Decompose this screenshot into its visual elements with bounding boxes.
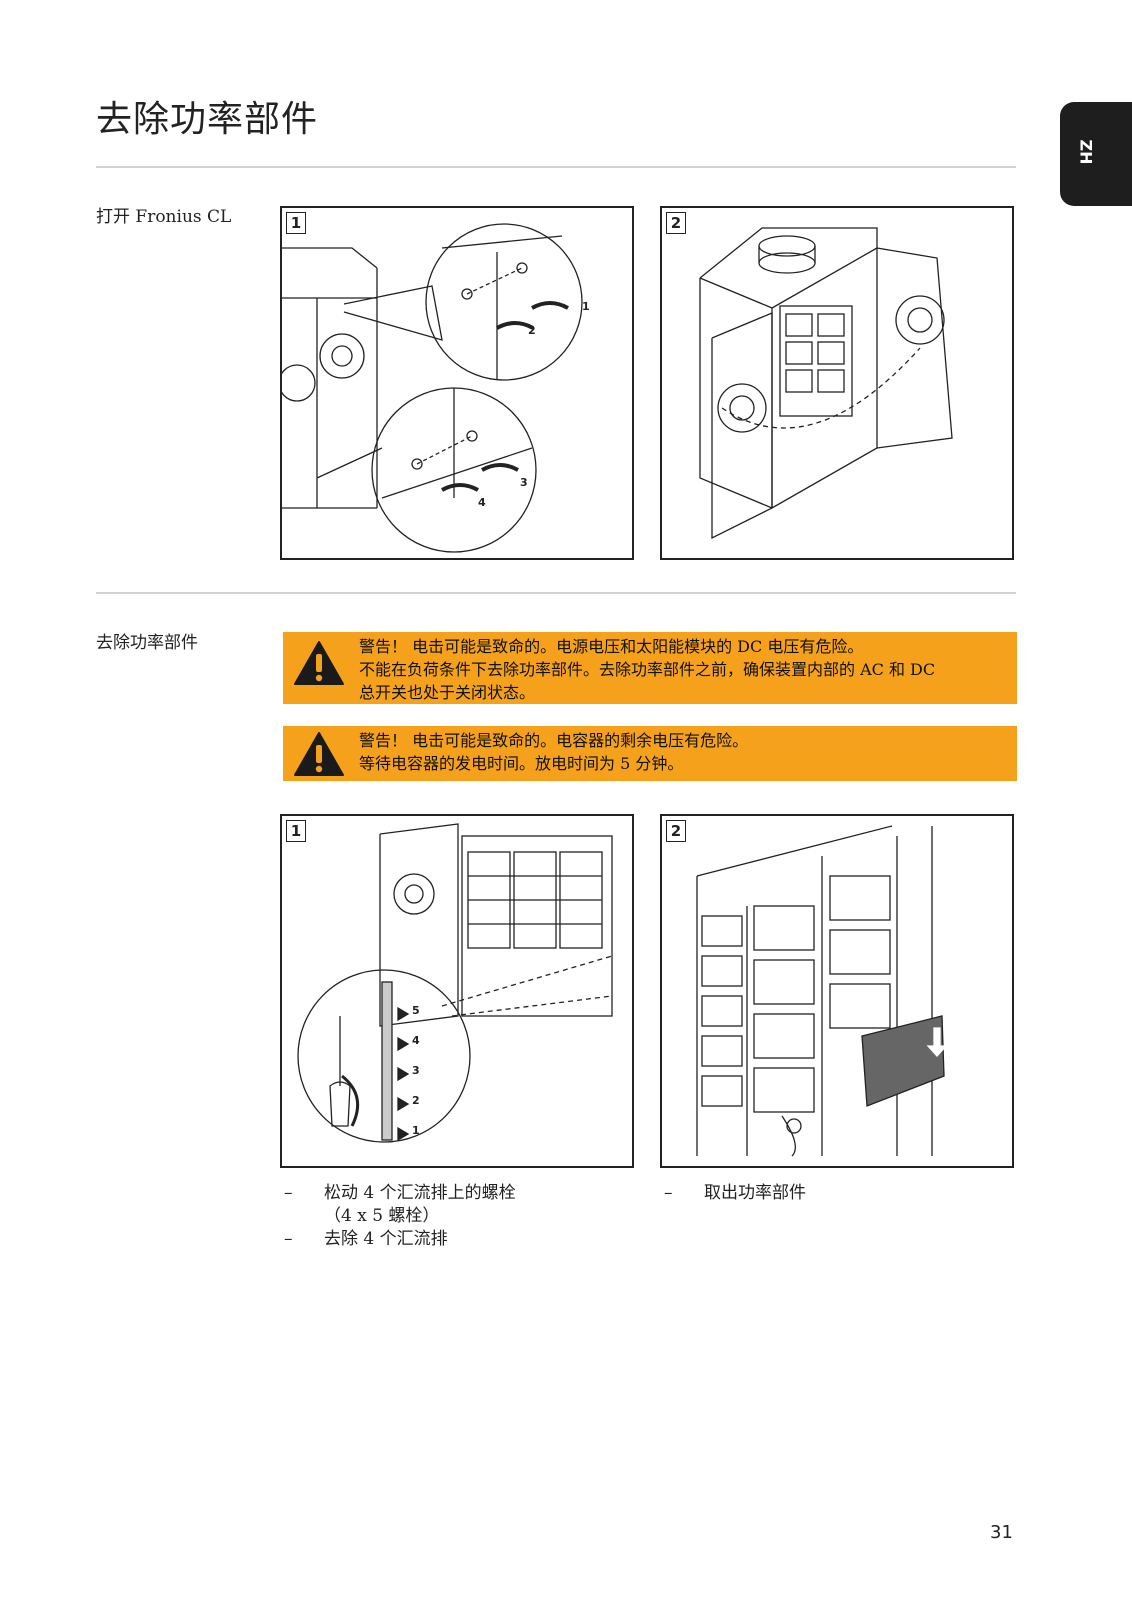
list-item: –松动 4 个汇流排上的螺栓 xyxy=(284,1183,516,1203)
callout-number: 4 xyxy=(478,496,486,509)
divider xyxy=(96,166,1016,168)
warning-triangle-icon xyxy=(294,732,344,776)
power-module-removal-illustration xyxy=(696,825,948,1157)
figure-open-step-1: 1 1 2 3 4 xyxy=(280,206,634,560)
section-label-remove: 去除功率部件 xyxy=(96,633,198,653)
list-item: –去除 4 个汇流排 xyxy=(284,1229,448,1249)
warning-line: 等待电容器的发电时间。放电时间为 5 分钟。 xyxy=(359,754,684,773)
callout-number: 4 xyxy=(412,1034,420,1047)
callout-number: 3 xyxy=(412,1064,420,1077)
divider xyxy=(96,592,1016,594)
warning-triangle-icon xyxy=(294,641,344,685)
callout-number: 1 xyxy=(412,1124,420,1137)
figure-remove-step-1: 1 5 4 3 2 1 xyxy=(280,814,634,1168)
opened-cabinet-illustration xyxy=(699,227,953,540)
warning-line: 不能在负荷条件下去除功率部件。去除功率部件之前，确保装置内部的 AC 和 DC xyxy=(359,660,936,679)
callout-number: 2 xyxy=(528,324,536,337)
callout-number: 1 xyxy=(582,300,590,313)
steps-right: –取出功率部件 xyxy=(664,1182,1014,1205)
language-tab-label: ZH xyxy=(1076,139,1096,165)
cabinet-door-screws-illustration xyxy=(282,223,583,553)
warning-box-mains-voltage: 警告！ 电击可能是致命的。电源电压和太阳能模块的 DC 电压有危险。 不能在负荷… xyxy=(283,632,1017,704)
busbar-screws-illustration xyxy=(297,823,613,1143)
warning-line: 警告！ 电击可能是致命的。电源电压和太阳能模块的 DC 电压有危险。 xyxy=(359,637,864,656)
callout-number: 5 xyxy=(412,1004,420,1017)
figure-number: 2 xyxy=(666,212,686,234)
warning-line: 警告！ 电击可能是致命的。电容器的剩余电压有危险。 xyxy=(359,731,749,750)
page-number: 31 xyxy=(990,1522,1013,1543)
callout-number: 3 xyxy=(520,476,528,489)
warning-box-capacitor-voltage: 警告！ 电击可能是致命的。电容器的剩余电压有危险。 等待电容器的发电时间。放电时… xyxy=(283,726,1017,781)
figure-number: 2 xyxy=(666,820,686,842)
warning-line: 总开关也处于关闭状态。 xyxy=(359,683,536,702)
figure-number: 1 xyxy=(286,212,306,234)
language-tab: ZH xyxy=(1060,102,1132,206)
figure-open-step-2: 2 xyxy=(660,206,1014,560)
list-item: （4 x 5 螺栓） xyxy=(324,1206,440,1226)
list-item: –取出功率部件 xyxy=(664,1183,806,1203)
figure-remove-step-2: 2 xyxy=(660,814,1014,1168)
page-title: 去除功率部件 xyxy=(96,99,319,140)
callout-number: 2 xyxy=(412,1094,420,1107)
section-label-open: 打开 Fronius CL xyxy=(96,207,232,227)
figure-number: 1 xyxy=(286,820,306,842)
steps-left: –松动 4 个汇流排上的螺栓 （4 x 5 螺栓） –去除 4 个汇流排 xyxy=(284,1182,634,1251)
